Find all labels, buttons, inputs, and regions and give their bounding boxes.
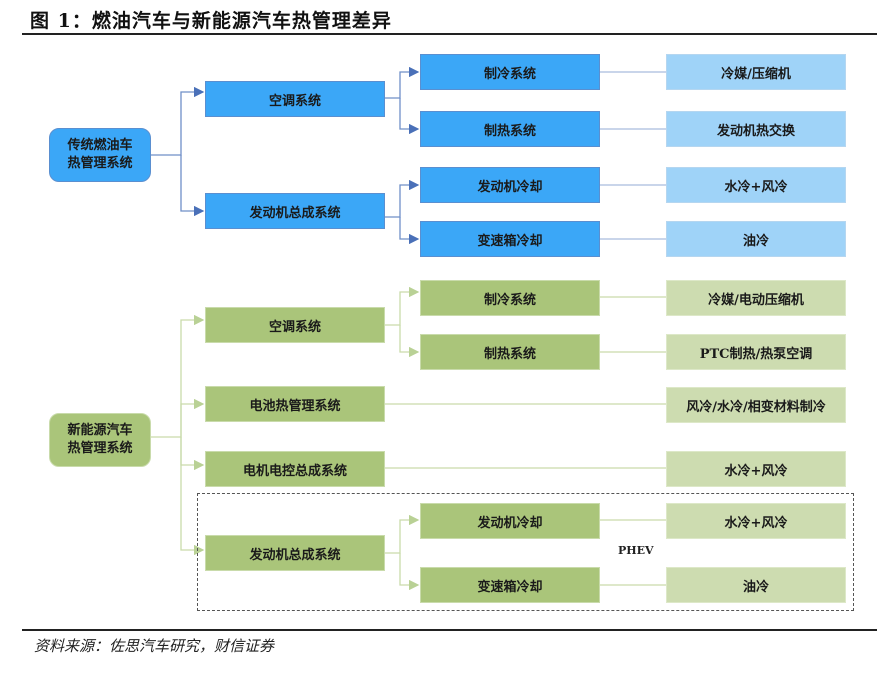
nev-engine-node: 发动机总成系统 [205,535,385,571]
nev-heating-node: 制热系统 [420,334,600,370]
nev-motor-node: 电机电控总成系统 [205,451,385,487]
top-rule [22,33,877,35]
fuel-engine-impl: 水冷+风冷 [666,167,846,203]
phev-label: PHEV [618,544,654,557]
nev-engine-impl: 水冷+风冷 [666,503,846,539]
fuel-gearbox-impl: 油冷 [666,221,846,257]
fuel-root-node: 传统燃油车热管理系统 [49,128,151,182]
nev-cooling-impl: 冷媒/电动压缩机 [666,280,846,316]
nev-heating-impl: PTC制热/热泵空调 [666,334,846,370]
fuel-cooling-impl: 冷媒/压缩机 [666,54,846,90]
nev-root-node: 新能源汽车热管理系统 [49,413,151,467]
figure-title: 图 1：燃油汽车与新能源汽车热管理差异 [30,10,392,32]
nev-motor-impl: 水冷+风冷 [666,451,846,487]
nev-engine-cool-node: 发动机冷却 [420,503,600,539]
nev-ac-node: 空调系统 [205,307,385,343]
fuel-ac-node: 空调系统 [205,81,385,117]
fuel-heating-impl: 发动机热交换 [666,111,846,147]
nev-battery-impl: 风冷/水冷/相变材料制冷 [666,387,846,423]
nev-gearbox-impl: 油冷 [666,567,846,603]
nev-gearbox-cool-node: 变速箱冷却 [420,567,600,603]
fuel-heating-node: 制热系统 [420,111,600,147]
source-note: 资料来源：佐思汽车研究，财信证券 [34,637,275,655]
nev-battery-node: 电池热管理系统 [205,386,385,422]
fuel-cooling-node: 制冷系统 [420,54,600,90]
nev-cooling-node: 制冷系统 [420,280,600,316]
fuel-engine-node: 发动机总成系统 [205,193,385,229]
bottom-rule [22,629,877,631]
fuel-engine-cool-node: 发动机冷却 [420,167,600,203]
fuel-gearbox-cool-node: 变速箱冷却 [420,221,600,257]
phev-dashed-group [197,493,854,611]
